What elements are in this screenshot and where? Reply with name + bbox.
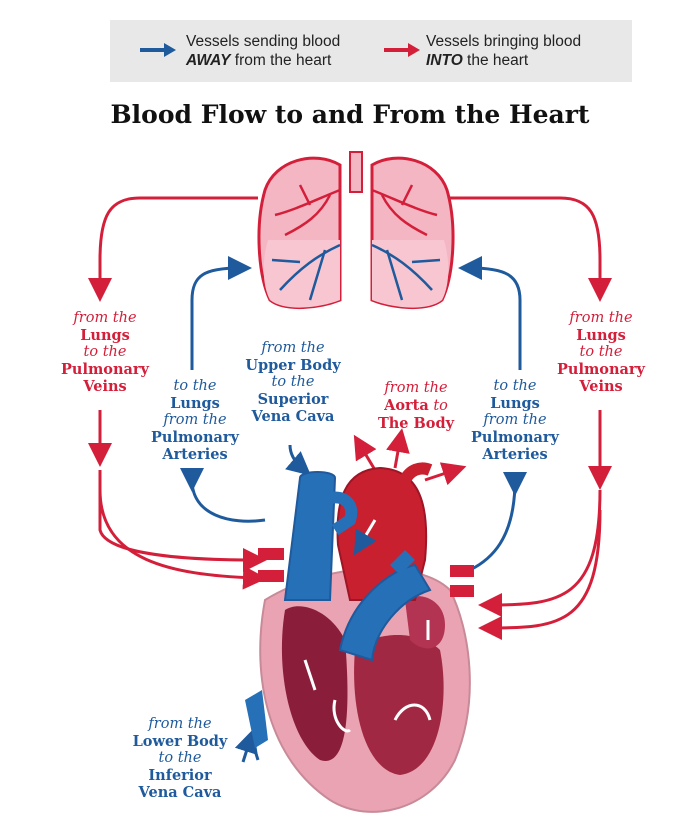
label-text: Superior [257,391,329,408]
aorta-arrows [353,428,467,486]
label-text: from the [163,412,227,428]
label-text: from the [569,310,633,326]
label-text: Vena Cava [138,784,222,801]
label-text: Aorta [384,397,429,414]
lungs [257,151,455,310]
label-text: Lungs [170,395,220,412]
label-text: to the [271,374,315,390]
label-text: from the [73,310,137,326]
label-text: Veins [83,378,127,395]
pulmonary-artery [338,563,432,662]
label-text: Veins [579,378,623,395]
label-pulmonary-veins-left: from the Lungs to the Pulmonary Veins [60,310,150,395]
label-text: Arteries [482,446,548,463]
label-text: Vena Cava [251,408,335,425]
label-pulmonary-veins-right: from the Lungs to the Pulmonary Veins [556,310,646,395]
label-text: to the [173,378,217,394]
label-text: to [433,398,448,414]
label-lower-body: from the Lower Body to the Inferior Vena… [125,716,235,801]
label-text: Arteries [162,446,228,463]
legend-into-text: Vessels bringing blood INTO the heart [426,32,581,70]
superior-vena-cava [283,471,337,601]
blue-arrow-icon [140,43,176,57]
heart [245,462,474,813]
label-text: to the [493,378,537,394]
page-title: Blood Flow to and From the Heart [110,100,590,129]
legend-into-emphasis: INTO [426,52,463,69]
legend-away-emphasis: AWAY [186,52,231,69]
label-upper-body: from the Upper Body to the Superior Vena… [238,340,348,425]
legend-away-text: Vessels sending blood AWAY from the hear… [186,32,340,70]
legend-away-line1: Vessels sending blood [186,33,341,50]
label-text: Lower Body [132,733,228,750]
pulmonary-arteries [180,256,527,763]
label-text: Pulmonary [471,429,559,446]
legend-away-line2: from the heart [230,52,332,69]
label-text: Lungs [576,327,626,344]
label-text: Lungs [490,395,540,412]
legend-into-line1: Vessels bringing blood [426,33,582,50]
red-arrow-icon [384,43,420,57]
label-text: to the [579,344,623,360]
label-text: from the [148,716,212,732]
legend: Vessels sending blood AWAY from the hear… [110,20,632,82]
label-text: Pulmonary [151,429,239,446]
label-text: from the [384,380,448,396]
label-text: The Body [377,415,455,432]
label-text: Pulmonary [61,361,149,378]
label-text: to the [83,344,127,360]
label-text: from the [483,412,547,428]
label-text: Upper Body [245,357,341,374]
label-text: Lungs [80,327,130,344]
label-text: Pulmonary [557,361,645,378]
inferior-vena-cava [245,690,268,748]
label-text: to the [158,750,202,766]
label-text: from the [261,340,325,356]
pulmonary-veins [88,196,612,640]
label-text: Inferior [148,767,212,784]
label-pulmonary-arteries-right: to the Lungs from the Pulmonary Arteries [460,378,570,463]
label-pulmonary-arteries-left: to the Lungs from the Pulmonary Arteries [140,378,250,463]
legend-into-line2: the heart [462,52,529,69]
label-aorta: from the Aorta to The Body [366,380,466,432]
trachea [349,151,363,193]
